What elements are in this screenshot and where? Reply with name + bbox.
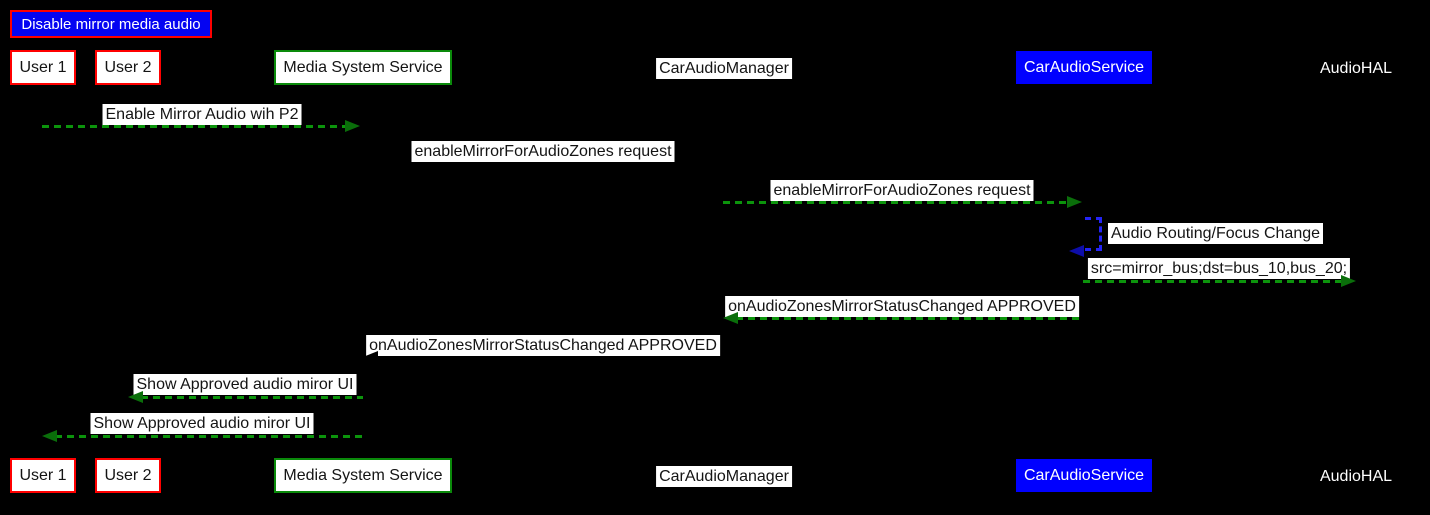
- participant-label: CarAudioService: [1023, 58, 1145, 76]
- diagram-title: Disable mirror media audio: [10, 10, 212, 38]
- participant-label: Media System Service: [283, 466, 443, 484]
- participant-media-system-service-top: Media System Service: [274, 50, 452, 85]
- participant-car-audio-service-bottom: CarAudioService: [1016, 459, 1152, 492]
- message-label-enable-mirror-zones-2: enableMirrorForAudioZones request: [770, 180, 1034, 201]
- arrow-line: [363, 162, 710, 165]
- self-loop-audio-routing: [1069, 217, 1102, 257]
- participant-car-audio-manager-bottom: CarAudioManager: [656, 466, 792, 487]
- participant-label: Media System Service: [283, 58, 443, 76]
- arrow-line: [55, 435, 363, 438]
- arrow-head-left-icon: [363, 351, 378, 363]
- arrow-src-mirror-bus: [1083, 275, 1356, 288]
- arrow-head-left-icon: [42, 430, 57, 442]
- participant-user2-top: User 2: [95, 50, 161, 85]
- arrow-head-left-icon: [1069, 245, 1084, 257]
- arrow-head-right-icon: [1341, 275, 1356, 287]
- message-label-mirror-status-changed-2: onAudioZonesMirrorStatusChanged APPROVED: [366, 335, 720, 356]
- arrow-head-left-icon: [723, 312, 738, 324]
- participant-user1-top: User 1: [10, 50, 76, 85]
- participant-label: CarAudioService: [1023, 466, 1145, 484]
- arrow-head-left-icon: [128, 391, 143, 403]
- participant-media-system-service-bottom: Media System Service: [274, 458, 452, 493]
- participant-label: User 1: [19, 466, 67, 484]
- participant-car-audio-manager-top: CarAudioManager: [656, 58, 792, 79]
- message-label-mirror-status-changed-1: onAudioZonesMirrorStatusChanged APPROVED: [725, 296, 1079, 317]
- participant-user2-bottom: User 2: [95, 458, 161, 493]
- message-label-src-mirror-bus: src=mirror_bus;dst=bus_10,bus_20;: [1087, 258, 1351, 279]
- participant-car-audio-service-top: CarAudioService: [1016, 51, 1152, 84]
- participant-label: User 2: [104, 58, 152, 76]
- arrow-line: [1083, 280, 1343, 283]
- arrow-head-right-icon: [708, 157, 723, 169]
- arrow-line: [736, 317, 1082, 320]
- message-label-audio-routing-focus-change: Audio Routing/Focus Change: [1108, 223, 1324, 244]
- participant-label: User 1: [19, 58, 67, 76]
- participant-label: User 2: [104, 466, 152, 484]
- arrow-line: [723, 201, 1069, 204]
- message-label-show-approved-ui-2: Show Approved audio miror UI: [90, 413, 314, 434]
- arrow-enable-mirror-zones-1: [363, 157, 723, 170]
- arrow-mirror-status-changed-2: [363, 351, 723, 364]
- message-label-enable-mirror-audio: Enable Mirror Audio wih P2: [102, 104, 302, 125]
- participant-audio-hal-top: AudioHAL: [1319, 60, 1393, 77]
- arrow-show-approved-ui-1: [128, 391, 363, 404]
- arrow-head-right-icon: [1067, 196, 1082, 208]
- arrow-show-approved-ui-2: [42, 430, 363, 443]
- arrow-mirror-status-changed-1: [723, 312, 1082, 325]
- message-label-enable-mirror-zones-1: enableMirrorForAudioZones request: [411, 141, 675, 162]
- participant-audio-hal-bottom: AudioHAL: [1319, 468, 1393, 485]
- arrow-line: [42, 125, 347, 128]
- message-label-show-approved-ui-1: Show Approved audio miror UI: [133, 374, 357, 395]
- arrow-head-right-icon: [345, 120, 360, 132]
- arrow-line: [376, 356, 723, 359]
- arrow-enable-mirror-zones-2: [723, 196, 1082, 209]
- arrow-line: [141, 396, 363, 399]
- arrow-enable-mirror-audio: [42, 120, 360, 133]
- participant-user1-bottom: User 1: [10, 458, 76, 493]
